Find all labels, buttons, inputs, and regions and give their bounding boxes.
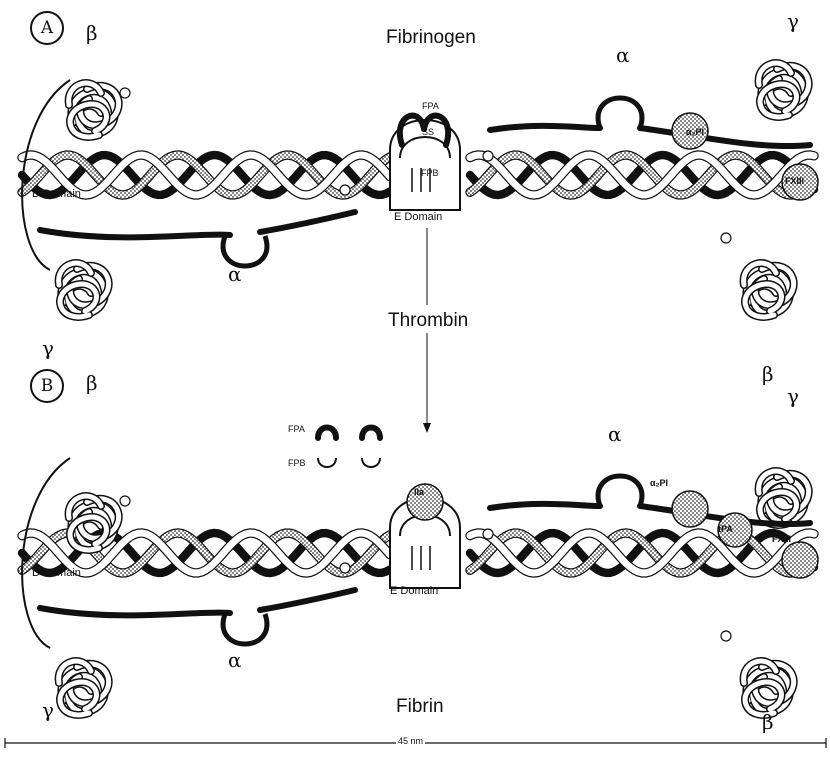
panel-a-gamma-node-right [759, 63, 809, 117]
panel-a-beta-node-left [69, 83, 119, 137]
panel-a-alpha2pi: α₂PI [686, 127, 704, 137]
panel-a-alpha-chain-left-end [260, 212, 355, 232]
thrombin-label: Thrombin [388, 310, 468, 332]
panel-b-e-domain: E Domain [390, 585, 438, 597]
panel-b-thrombin-ball [407, 484, 443, 520]
panel-b-tpa: tPA [718, 524, 733, 534]
panel-b-marker-2 [483, 529, 493, 539]
panel-b-gamma-node-right [759, 471, 809, 525]
panel-a-alpha-left: α [228, 262, 242, 286]
panel-b-beta-left: β [86, 371, 98, 395]
panel-b-marker: B [30, 369, 64, 403]
panel-b-alpha2pi-ball [672, 491, 708, 527]
panel-a-d-domain: D Domain [32, 188, 81, 200]
panel-a-gamma-right: γ [787, 9, 799, 33]
panel-a-marker-1 [120, 88, 130, 98]
panel-a-alpha-chain-right [490, 126, 600, 130]
panel-a-fpb: FPB [421, 168, 439, 178]
scale-label: 45 nm [396, 736, 425, 746]
panel-b-fxiii-ball [782, 542, 818, 578]
panel-b-right-coiled-coil [470, 533, 814, 573]
panel-b-fxiii: FXIII [772, 534, 791, 544]
panel-a-alpha-chain-right-end [640, 128, 810, 146]
panel-b-fpa: FPA [288, 424, 305, 434]
panel-a-alpha-loop-right [598, 98, 642, 128]
panel-b-gamma-left: γ [42, 698, 54, 722]
panel-b-beta-node-right [744, 661, 794, 715]
panel-b-free-fpb-1 [318, 458, 336, 467]
panel-b-fpb: FPB [288, 458, 306, 468]
panel-b-title: Fibrin [396, 696, 444, 718]
panel-a-beta-node-right [744, 263, 794, 317]
panel-b-beta-right: β [762, 710, 774, 734]
panel-b-d-domain: D Domain [32, 567, 81, 579]
panel-b-thrombin-site: IIa [414, 487, 424, 497]
panel-b-alpha2pi: α₂PI [650, 478, 668, 488]
panel-b-alpha-right: α [608, 422, 622, 446]
panel-b-alpha-loop-right [598, 476, 642, 506]
panel-a-alpha-chain-left [40, 230, 230, 237]
panel-b-gamma-right: γ [787, 384, 799, 408]
panel-b-beta-node-left [69, 496, 119, 550]
panel-a-fxiii: FXIII [785, 176, 804, 186]
panel-a-beta-right: β [762, 362, 774, 386]
panel-b-alpha-chain-left [40, 608, 230, 615]
panel-b-free-fpb-2 [362, 458, 380, 467]
panel-a-marker-3 [340, 185, 350, 195]
panel-a-gamma-node-left [59, 263, 109, 317]
panel-a-e-domain: E Domain [394, 211, 442, 223]
panel-a-marker-4 [721, 233, 731, 243]
thrombin-arrow-head [423, 423, 431, 433]
panel-b-marker-3 [340, 563, 350, 573]
panel-a-beta-left: β [86, 21, 98, 45]
panel-b-free-fpa-1 [318, 428, 336, 439]
panel-a-alpha-right: α [616, 43, 630, 67]
panel-a-title: Fibrinogen [386, 27, 476, 49]
panel-a-gamma-left: γ [42, 336, 54, 360]
panel-b-alpha-left: α [228, 648, 242, 672]
panel-b-alpha-loop-left [223, 614, 267, 644]
panel-b-alpha-chain-right [490, 504, 600, 508]
panel-b-alpha-chain-left-end [260, 590, 355, 610]
panel-b-marker-4 [721, 631, 731, 641]
panel-b-marker-1 [120, 496, 130, 506]
panel-b-free-fpa-2 [362, 428, 380, 439]
panel-a-right-coiled-coil [470, 155, 814, 195]
panel-a-ss: SS [422, 127, 434, 137]
panel-a-marker-2 [483, 151, 493, 161]
panel-a-marker: A [30, 11, 64, 45]
panel-a-fpa: FPA [422, 101, 439, 111]
panel-b-gamma-node-left [59, 661, 109, 715]
